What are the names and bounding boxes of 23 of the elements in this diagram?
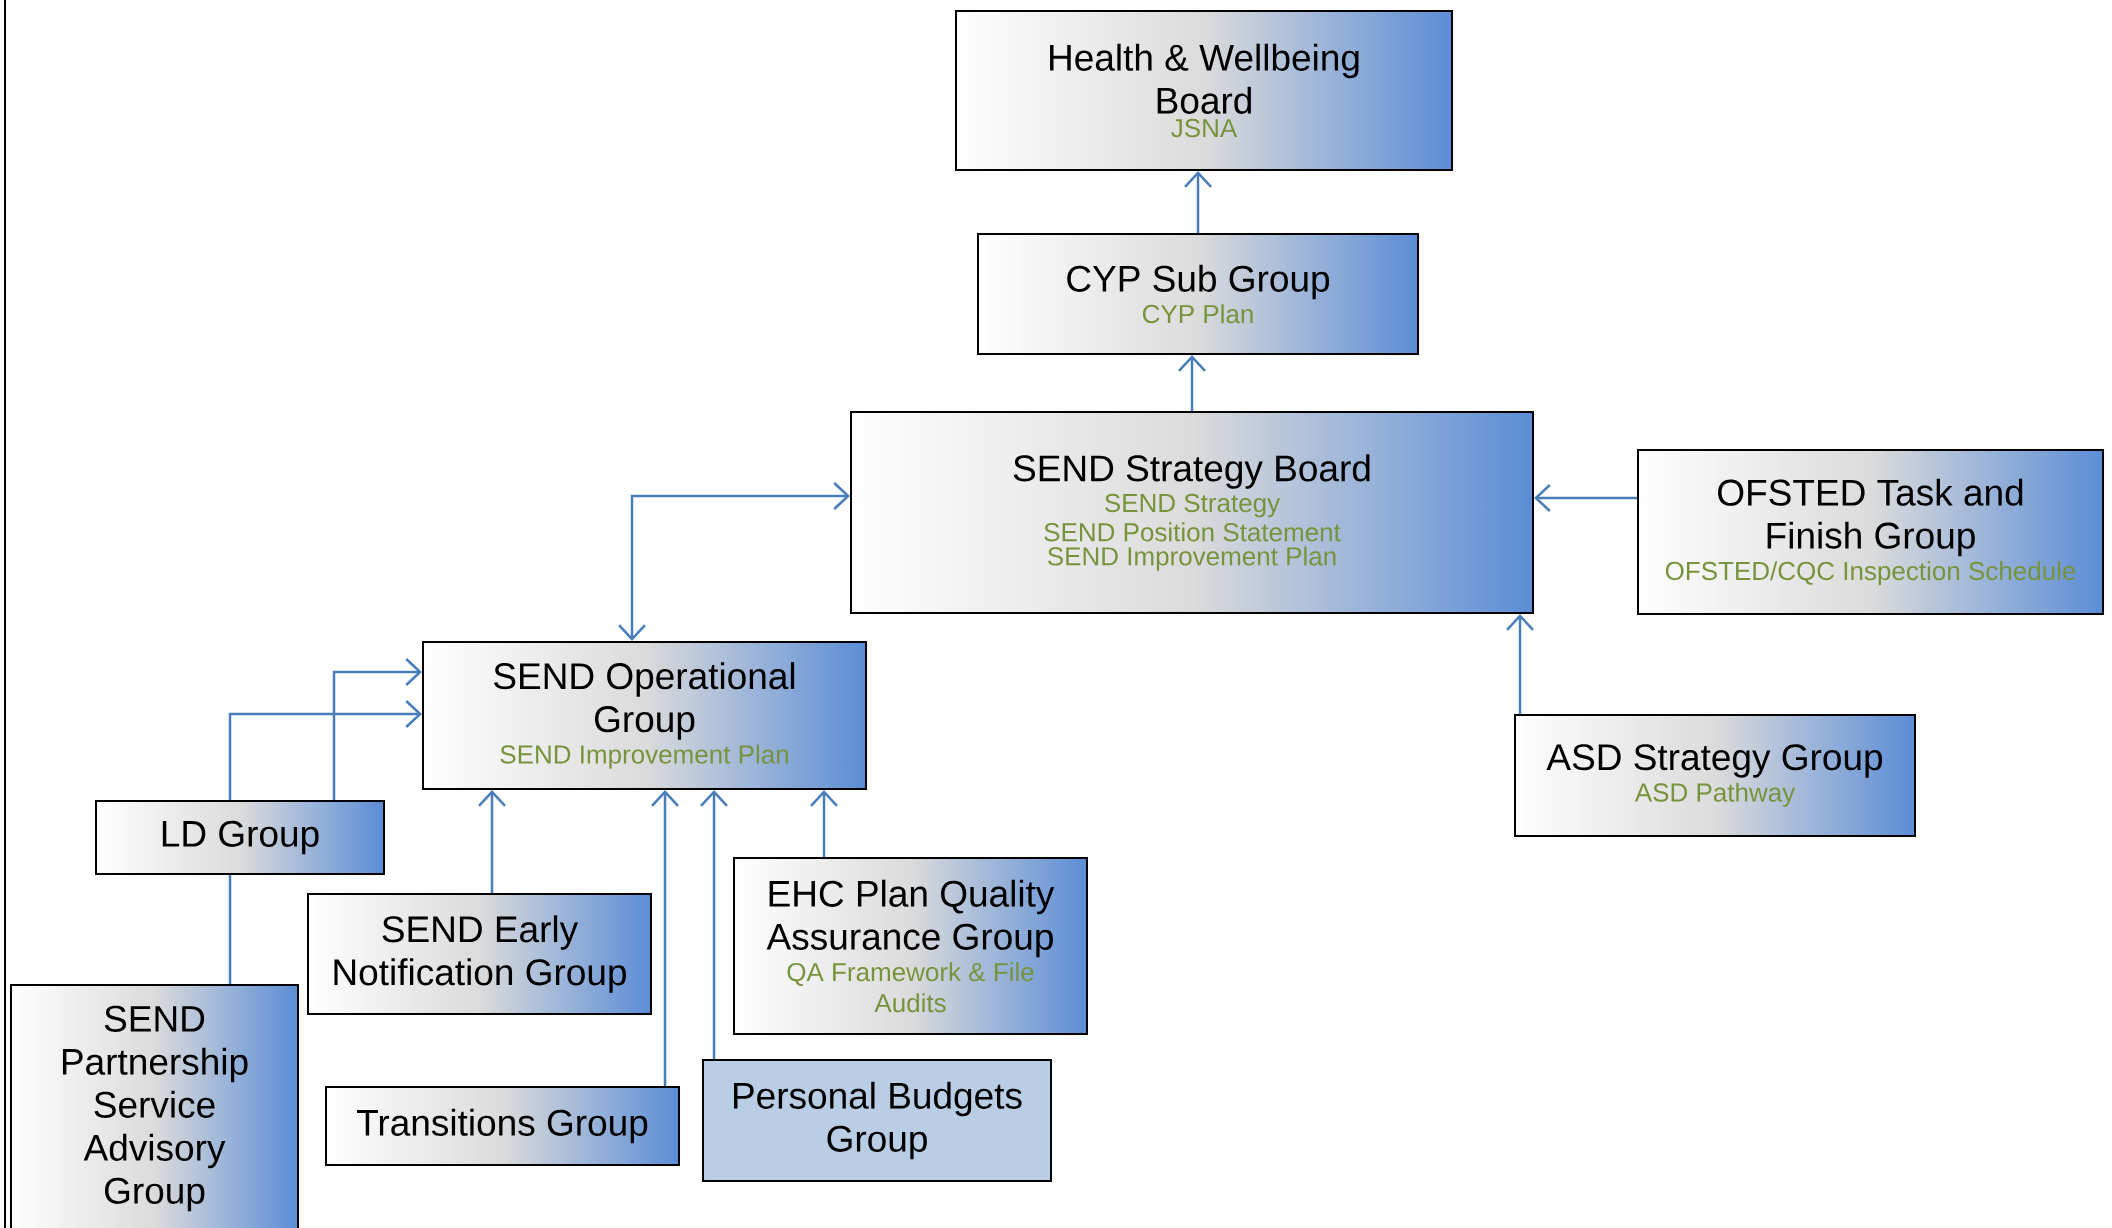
group-box: LD Group (95, 800, 385, 875)
group-box: EHC Plan Quality Assurance Group QA Framework & File Audits (733, 857, 1088, 1035)
group-box: ASD Strategy Group ASD Pathway (1514, 714, 1916, 837)
arrow (1506, 614, 1534, 714)
group-box: Transitions Group (325, 1086, 680, 1166)
group-box: SEND Operational Group SEND Improvement Plan (422, 641, 867, 790)
group-box: OFSTED Task and Finish Group OFSTED/CQC Inspection Schedule (1637, 449, 2104, 615)
arrow (700, 790, 728, 1059)
group-box: Personal Budgets Group (702, 1059, 1052, 1182)
arrow (332, 658, 422, 800)
arrow (478, 790, 506, 893)
arrow (1534, 484, 1637, 512)
group-box: SEND Partnership Service Advisory Group (10, 984, 299, 1228)
arrow (618, 482, 850, 641)
arrow (810, 790, 838, 857)
group-box: CYP Sub Group CYP Plan (977, 233, 1419, 355)
arrow (651, 790, 679, 1086)
group-box: SEND Strategy Board SEND Strategy SEND Position Statement SEND Improvement Plan (850, 411, 1534, 614)
group-box: SEND Early Notification Group (307, 893, 652, 1015)
arrow (1184, 171, 1212, 233)
group-box: Health & Wellbeing Board JSNA (955, 10, 1453, 171)
arrow (1178, 355, 1206, 411)
arrow (228, 700, 422, 800)
